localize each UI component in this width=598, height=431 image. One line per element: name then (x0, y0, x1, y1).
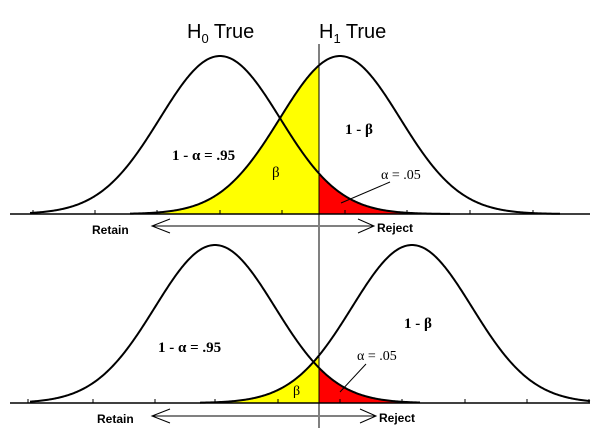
top-reject-label: Reject (377, 221, 413, 235)
bottom-reject-arrow (320, 408, 378, 424)
bottom-alpha-region (319, 367, 410, 403)
top-axis-ticks (32, 210, 534, 214)
top-h0-curve (29, 54, 451, 215)
bottom-alpha-pointer (339, 363, 367, 393)
bottom-h0-curve (29, 243, 421, 404)
bottom-panel: 1 - α = .95 1 - β β α = .05 Retain Rejec… (10, 243, 591, 426)
top-retain-arrow (150, 218, 318, 234)
top-beta-label: β (272, 165, 280, 181)
top-one-minus-alpha-label: 1 - α = .95 (172, 148, 235, 164)
bottom-one-minus-beta-label: 1 - β (404, 316, 432, 332)
top-beta-region (150, 65, 319, 214)
bottom-retain-label: Retain (97, 412, 134, 426)
h1-true-title: H1 True (319, 21, 386, 46)
bottom-one-minus-alpha-label: 1 - α = .95 (158, 340, 221, 356)
bottom-reject-label: Reject (379, 411, 415, 425)
bottom-beta-region (220, 355, 319, 403)
bottom-alpha-label: α = .05 (357, 349, 397, 364)
h0-true-title: H0 True (187, 21, 254, 46)
bottom-beta-label: β (293, 384, 300, 399)
top-alpha-pointer (340, 181, 391, 204)
top-h1-curve (129, 54, 561, 215)
bottom-h1-curve (199, 243, 591, 404)
top-alpha-region (319, 173, 420, 214)
bottom-retain-arrow (150, 408, 318, 424)
top-alpha-label: α = .05 (381, 168, 421, 183)
top-panel: 1 - α = .95 1 - β β α = .05 Retain Rejec… (10, 54, 590, 237)
top-one-minus-beta-label: 1 - β (345, 122, 373, 138)
top-retain-label: Retain (92, 223, 129, 237)
top-reject-arrow (320, 218, 376, 234)
bottom-axis-ticks (27, 399, 590, 403)
